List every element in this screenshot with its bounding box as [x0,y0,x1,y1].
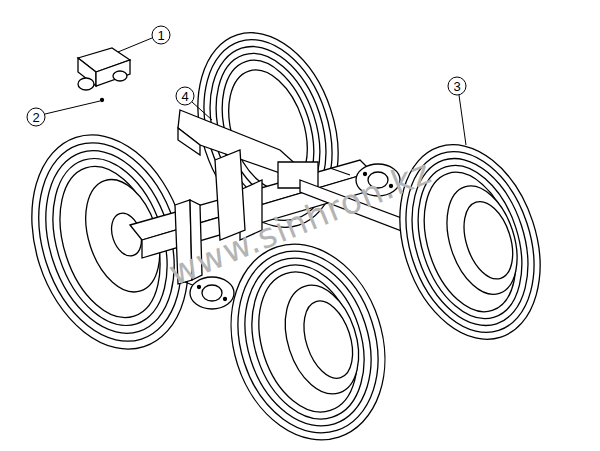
callout-number: 1 [157,29,164,42]
callout-number: 4 [181,90,188,103]
bracket-part [78,48,130,90]
callout-circles [27,26,466,145]
callout-number: 2 [32,111,39,124]
wheel-left [6,115,215,370]
bolt-part [101,99,104,102]
callout-number: 3 [453,80,460,93]
